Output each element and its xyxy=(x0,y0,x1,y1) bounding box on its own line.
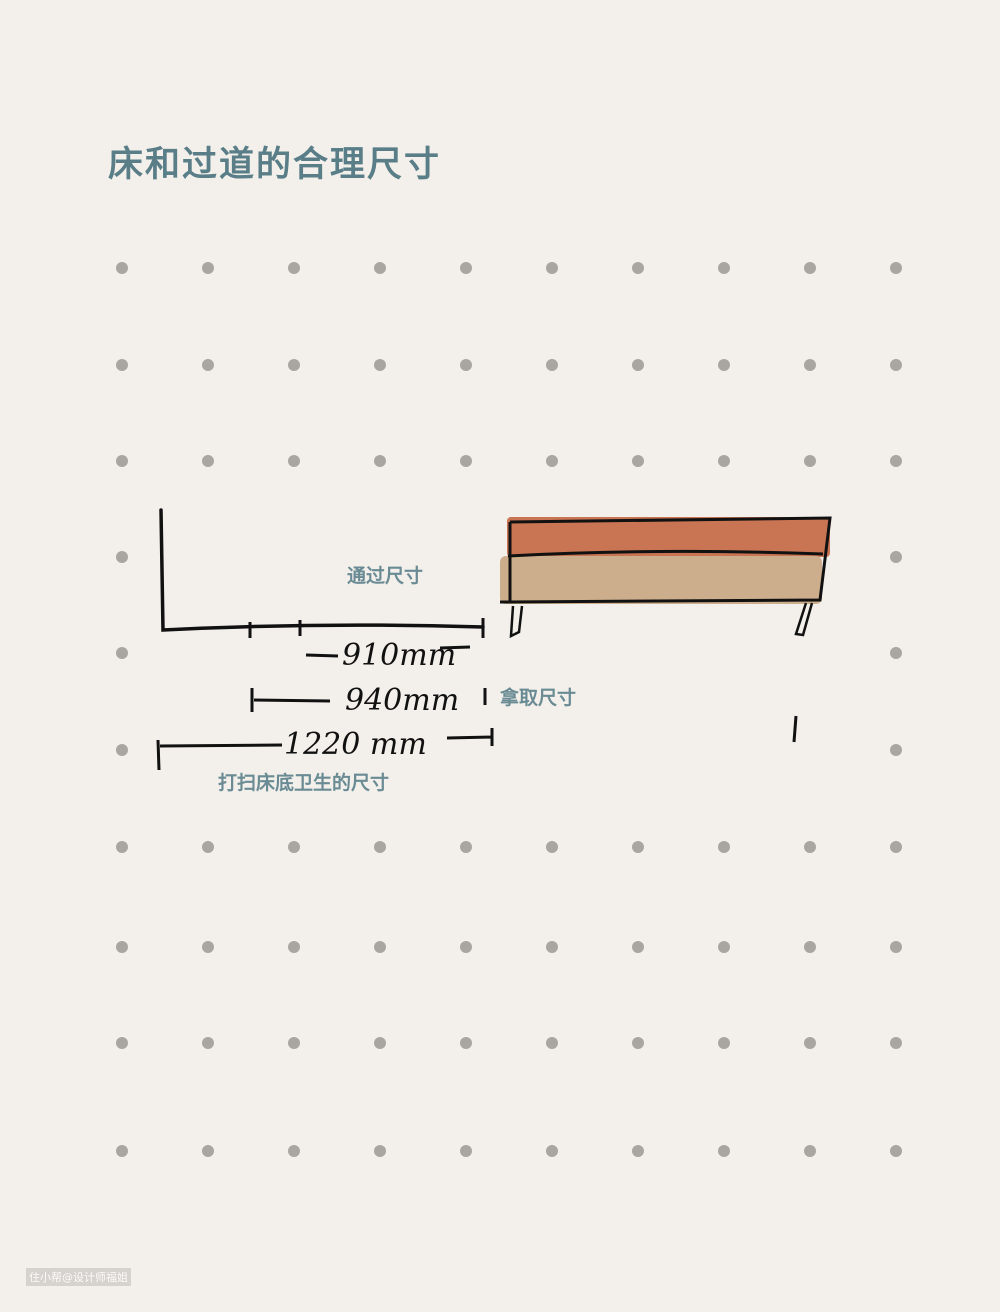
grid-dot xyxy=(460,1145,472,1157)
grid-dot xyxy=(804,841,816,853)
grid-dot xyxy=(632,841,644,853)
grid-dot xyxy=(460,455,472,467)
grid-dot xyxy=(804,1037,816,1049)
grid-dot xyxy=(890,744,902,756)
grid-dot xyxy=(116,941,128,953)
grid-dot xyxy=(718,1145,730,1157)
grid-dot xyxy=(890,551,902,563)
grid-dot xyxy=(460,262,472,274)
grid-dot xyxy=(116,359,128,371)
grid-dot xyxy=(890,262,902,274)
bed-leg-left xyxy=(509,605,524,639)
grid-dot xyxy=(546,1037,558,1049)
grid-dot xyxy=(288,1037,300,1049)
grid-dot xyxy=(546,941,558,953)
grid-dot xyxy=(460,1037,472,1049)
grid-dot xyxy=(546,455,558,467)
grid-dot xyxy=(116,1037,128,1049)
grid-dot xyxy=(116,551,128,563)
tick-marks xyxy=(248,618,485,638)
grid-dot xyxy=(804,262,816,274)
grid-dot xyxy=(374,455,386,467)
label-pass: 通过尺寸 xyxy=(347,564,423,587)
dim-pass-value: 910mm xyxy=(342,638,456,673)
grid-dot xyxy=(374,1145,386,1157)
dot-grid xyxy=(116,262,902,1157)
grid-dot xyxy=(546,841,558,853)
dim-line-clean xyxy=(156,728,494,771)
grid-dot xyxy=(288,262,300,274)
grid-dot xyxy=(460,841,472,853)
grid-dot xyxy=(202,262,214,274)
grid-dot xyxy=(718,455,730,467)
grid-dot xyxy=(116,744,128,756)
grid-dot xyxy=(288,455,300,467)
watermark: 住小帮@设计师福姐 xyxy=(26,1268,131,1286)
grid-dot xyxy=(890,455,902,467)
grid-dot xyxy=(288,1145,300,1157)
grid-dot xyxy=(116,455,128,467)
grid-dot xyxy=(546,262,558,274)
grid-dot xyxy=(804,1145,816,1157)
grid-dot xyxy=(890,359,902,371)
grid-dot xyxy=(374,359,386,371)
grid-dot xyxy=(202,359,214,371)
dim-clean-value: 1220 mm xyxy=(284,727,427,762)
grid-dot xyxy=(890,1037,902,1049)
grid-dot xyxy=(546,1145,558,1157)
wall-line xyxy=(159,508,485,632)
grid-dot xyxy=(374,841,386,853)
grid-dot xyxy=(718,262,730,274)
grid-dot xyxy=(116,841,128,853)
grid-dot xyxy=(116,647,128,659)
grid-dot xyxy=(546,359,558,371)
bed-drawing xyxy=(499,516,832,743)
mattress xyxy=(507,517,830,557)
grid-dot xyxy=(890,647,902,659)
grid-dot xyxy=(288,941,300,953)
grid-dot xyxy=(288,841,300,853)
grid-dot xyxy=(890,1145,902,1157)
grid-dot xyxy=(374,941,386,953)
grid-dot xyxy=(288,359,300,371)
grid-dot xyxy=(202,1037,214,1049)
bed-base xyxy=(500,556,822,604)
grid-dot xyxy=(116,1145,128,1157)
grid-dot xyxy=(460,359,472,371)
dim-line-take xyxy=(250,688,487,712)
grid-dot xyxy=(632,262,644,274)
grid-dot xyxy=(718,359,730,371)
grid-dot xyxy=(718,941,730,953)
grid-dot xyxy=(632,1145,644,1157)
dim-take-value: 940mm xyxy=(345,683,459,718)
grid-dot xyxy=(116,262,128,274)
grid-dot xyxy=(202,841,214,853)
grid-dot xyxy=(632,941,644,953)
grid-dot xyxy=(718,1037,730,1049)
page-title: 床和过道的合理尺寸 xyxy=(108,145,442,185)
grid-dot xyxy=(202,941,214,953)
grid-dot xyxy=(202,1145,214,1157)
grid-dot xyxy=(374,1037,386,1049)
grid-dot xyxy=(804,941,816,953)
grid-dot xyxy=(632,455,644,467)
grid-dot xyxy=(804,359,816,371)
dim-line-pass xyxy=(305,645,471,658)
grid-dot xyxy=(632,359,644,371)
label-clean: 打扫床底卫生的尺寸 xyxy=(218,771,389,794)
label-take: 拿取尺寸 xyxy=(499,686,576,709)
grid-dot xyxy=(202,455,214,467)
grid-dot xyxy=(890,941,902,953)
grid-dot xyxy=(890,841,902,853)
grid-dot xyxy=(374,262,386,274)
grid-dot xyxy=(718,841,730,853)
grid-dot xyxy=(632,1037,644,1049)
grid-dot xyxy=(460,941,472,953)
bed-leg-right xyxy=(794,602,814,637)
grid-dot xyxy=(804,455,816,467)
